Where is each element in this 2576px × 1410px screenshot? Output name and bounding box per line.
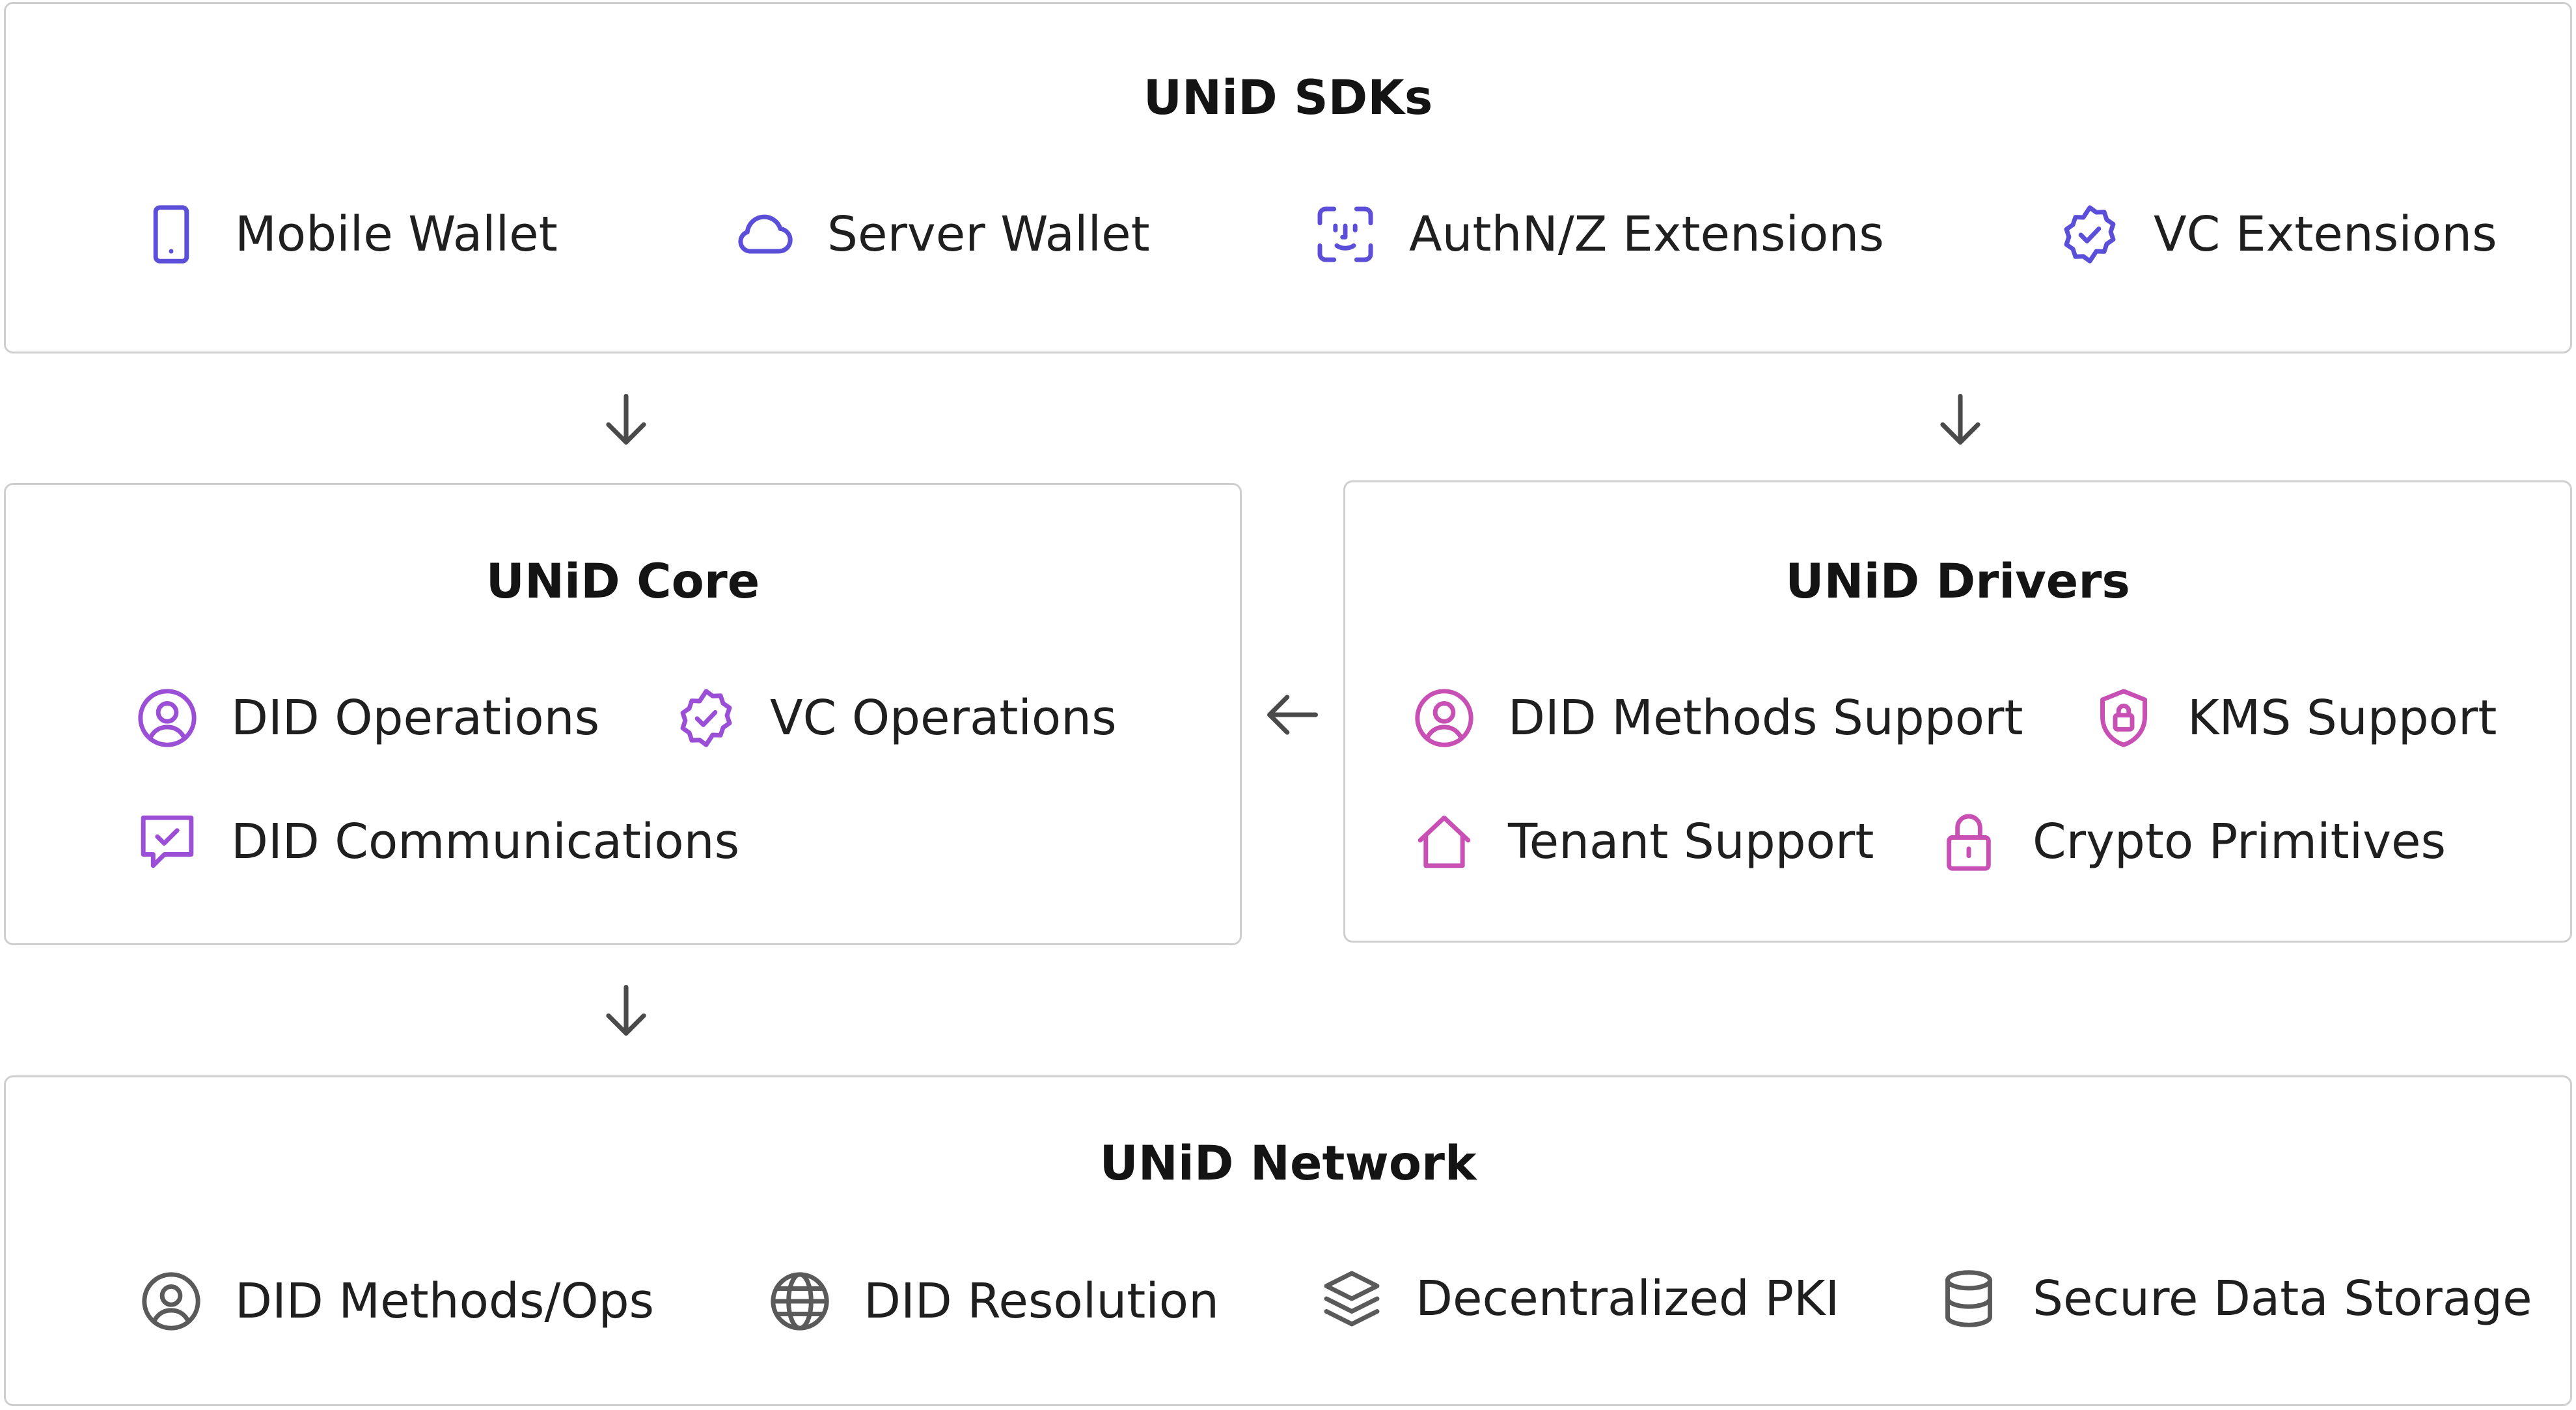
sdk-item-label: AuthN/Z Extensions	[1409, 206, 1884, 262]
network-item-decentralized-pki: Decentralized PKI	[1317, 1264, 1839, 1334]
mobile-phone-icon	[136, 199, 206, 270]
core-box: UNiD Core DID Operations VC Operations	[4, 483, 1242, 945]
arrow-left-drivers-to-core	[1259, 682, 1324, 747]
verified-badge-icon	[2055, 199, 2125, 270]
network-box: UNiD Network DID Methods/Ops DID Resolut…	[4, 1075, 2572, 1406]
arrow-down-core-to-network	[594, 979, 659, 1044]
face-id-icon	[1310, 199, 1380, 270]
core-item-did-communications: DID Communications	[132, 807, 739, 877]
layers-icon	[1317, 1264, 1387, 1334]
shield-lock-icon	[2089, 683, 2159, 753]
drivers-item-crypto-primitives: Crypto Primitives	[1934, 807, 2446, 877]
sdks-box: UNiD SDKs Mobile Wallet Server Wallet	[4, 2, 2572, 353]
sdk-item-label: Server Wallet	[827, 206, 1150, 262]
verified-badge-icon	[671, 683, 741, 753]
sdk-item-vc-extensions: VC Extensions	[2055, 199, 2497, 270]
home-icon	[1409, 807, 1479, 877]
sdk-item-authnz-extensions: AuthN/Z Extensions	[1310, 199, 1884, 270]
drivers-item-label: Crypto Primitives	[2033, 814, 2446, 870]
chat-check-icon	[132, 807, 202, 877]
core-item-vc-operations: VC Operations	[671, 683, 1117, 753]
network-item-label: DID Methods/Ops	[235, 1273, 655, 1329]
network-item-did-resolution: DID Resolution	[765, 1266, 1219, 1336]
user-circle-icon	[132, 683, 202, 753]
core-title: UNiD Core	[486, 554, 760, 609]
network-item-label: Decentralized PKI	[1416, 1271, 1840, 1327]
drivers-item-did-methods-support: DID Methods Support	[1409, 683, 2023, 753]
core-item-label: DID Operations	[231, 690, 600, 746]
sdks-title: UNiD SDKs	[1143, 70, 1433, 126]
sdk-item-mobile-wallet: Mobile Wallet	[136, 199, 558, 270]
network-item-did-methods-ops: DID Methods/Ops	[136, 1266, 654, 1336]
user-circle-icon	[136, 1266, 206, 1336]
core-item-label: VC Operations	[770, 690, 1117, 746]
user-circle-icon	[1409, 683, 1479, 753]
globe-icon	[765, 1266, 835, 1336]
drivers-item-tenant-support: Tenant Support	[1409, 807, 1874, 877]
drivers-box: UNiD Drivers DID Methods Support KMS Sup…	[1343, 480, 2572, 943]
drivers-item-label: DID Methods Support	[1508, 690, 2023, 746]
database-icon	[1934, 1264, 2004, 1334]
drivers-title: UNiD Drivers	[1785, 554, 2130, 609]
sdk-item-label: VC Extensions	[2154, 206, 2497, 262]
network-item-label: Secure Data Storage	[2033, 1271, 2532, 1327]
padlock-icon	[1934, 807, 2004, 877]
drivers-item-label: KMS Support	[2187, 690, 2497, 746]
network-title: UNiD Network	[1099, 1136, 1477, 1191]
core-item-did-operations: DID Operations	[132, 683, 599, 753]
sdk-item-server-wallet: Server Wallet	[728, 199, 1150, 270]
arrow-down-sdks-to-drivers	[1928, 388, 1993, 453]
cloud-icon	[728, 199, 799, 270]
core-item-label: DID Communications	[231, 814, 740, 870]
drivers-item-label: Tenant Support	[1508, 814, 1874, 870]
sdk-item-label: Mobile Wallet	[235, 206, 558, 262]
drivers-item-kms-support: KMS Support	[2089, 683, 2497, 753]
network-item-label: DID Resolution	[864, 1273, 1219, 1329]
network-item-secure-data-storage: Secure Data Storage	[1934, 1264, 2532, 1334]
arrow-down-sdks-to-core	[594, 388, 659, 453]
